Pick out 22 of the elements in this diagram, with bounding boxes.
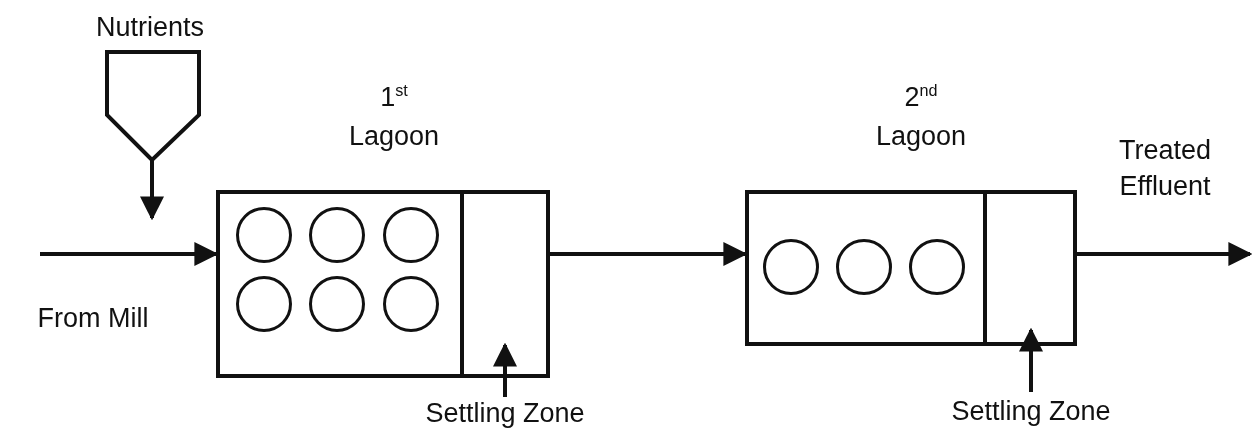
aerator-circle	[309, 207, 365, 263]
aerator-circle	[383, 207, 439, 263]
aerator-circle	[236, 207, 292, 263]
lagoon-label: 2$^{nd}$ Lagoon	[874, 80, 968, 154]
aerator-circle	[836, 239, 892, 295]
edge-label: Treated Effluent	[1117, 134, 1213, 204]
aerator-circle	[309, 276, 365, 332]
aerator-circle	[909, 239, 965, 295]
edge-label: From Mill	[36, 302, 150, 335]
arrow	[1019, 327, 1043, 392]
arrow	[40, 242, 219, 266]
zone-label: Settling Zone	[385, 398, 625, 429]
hopper-label: Nutrients	[94, 11, 205, 44]
aerator-circle	[763, 239, 819, 295]
arrow	[493, 342, 517, 397]
zone-label: Settling Zone	[911, 396, 1151, 427]
arrow	[140, 160, 164, 221]
lagoon-label: 1$^{st}$ Lagoon	[347, 80, 441, 154]
arrow	[550, 242, 748, 266]
arrow	[1077, 242, 1253, 266]
aerator-circle	[383, 276, 439, 332]
aerator-circle	[236, 276, 292, 332]
